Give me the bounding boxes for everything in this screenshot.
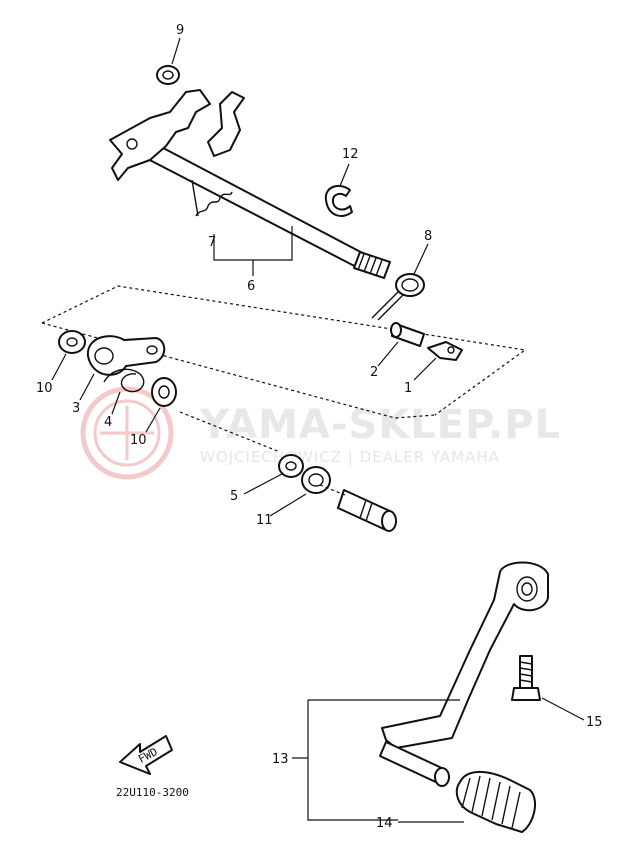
part-3-collar [86, 335, 166, 376]
part-1-stopper-lever [427, 341, 463, 361]
lower-shaft [337, 489, 397, 532]
part-10-washer-left [58, 330, 86, 354]
callout-10-right: 10 [130, 433, 147, 448]
part-13-shift-pedal [379, 561, 549, 787]
part-8-torsion-spring [371, 273, 425, 321]
part-6-shift-shaft [109, 89, 391, 279]
part-12-circlip [324, 184, 353, 217]
callout-5: 5 [230, 489, 238, 504]
part-14-pedal-rubber [455, 771, 537, 833]
callout-10-left: 10 [36, 381, 53, 396]
part-15-bolt [511, 655, 541, 701]
part-5-washer [278, 454, 304, 478]
watermark-logo [80, 386, 174, 480]
watermark-subtitle: WOJCIECHOWICZ | DEALER YAMAHA [200, 448, 500, 466]
lower-guide-dashed [179, 411, 346, 496]
fwd-arrow: FWD [119, 735, 173, 775]
callouts: 9 12 8 7 6 2 1 10 3 4 10 5 11 13 14 15 [36, 23, 603, 831]
part-2-pin [390, 322, 425, 347]
callout-11: 11 [256, 513, 273, 528]
callout-3: 3 [72, 401, 80, 416]
part-4-spring [103, 368, 145, 393]
callout-12: 12 [342, 147, 359, 162]
callout-8: 8 [424, 229, 432, 244]
callout-13: 13 [272, 752, 289, 767]
part-9-circlip [156, 65, 180, 85]
part-7-spring [191, 179, 233, 217]
diagram-code: 22U110-3200 [116, 786, 189, 799]
part-11-seal [301, 466, 331, 494]
callout-4: 4 [104, 415, 112, 430]
callout-7: 7 [208, 235, 216, 250]
callout-leaders [51, 37, 585, 823]
callout-14: 14 [376, 816, 393, 831]
watermark-title: YAMA-SKLEP.PL [199, 402, 561, 448]
callout-6: 6 [247, 279, 255, 294]
watermark: YAMA-SKLEP.PL WOJCIECHOWICZ | DEALER YAM… [80, 386, 561, 480]
callout-9: 9 [176, 23, 184, 38]
part-10-washer-right [151, 377, 177, 407]
callout-2: 2 [370, 365, 378, 380]
callout-1: 1 [404, 381, 412, 396]
callout-15: 15 [586, 715, 603, 730]
